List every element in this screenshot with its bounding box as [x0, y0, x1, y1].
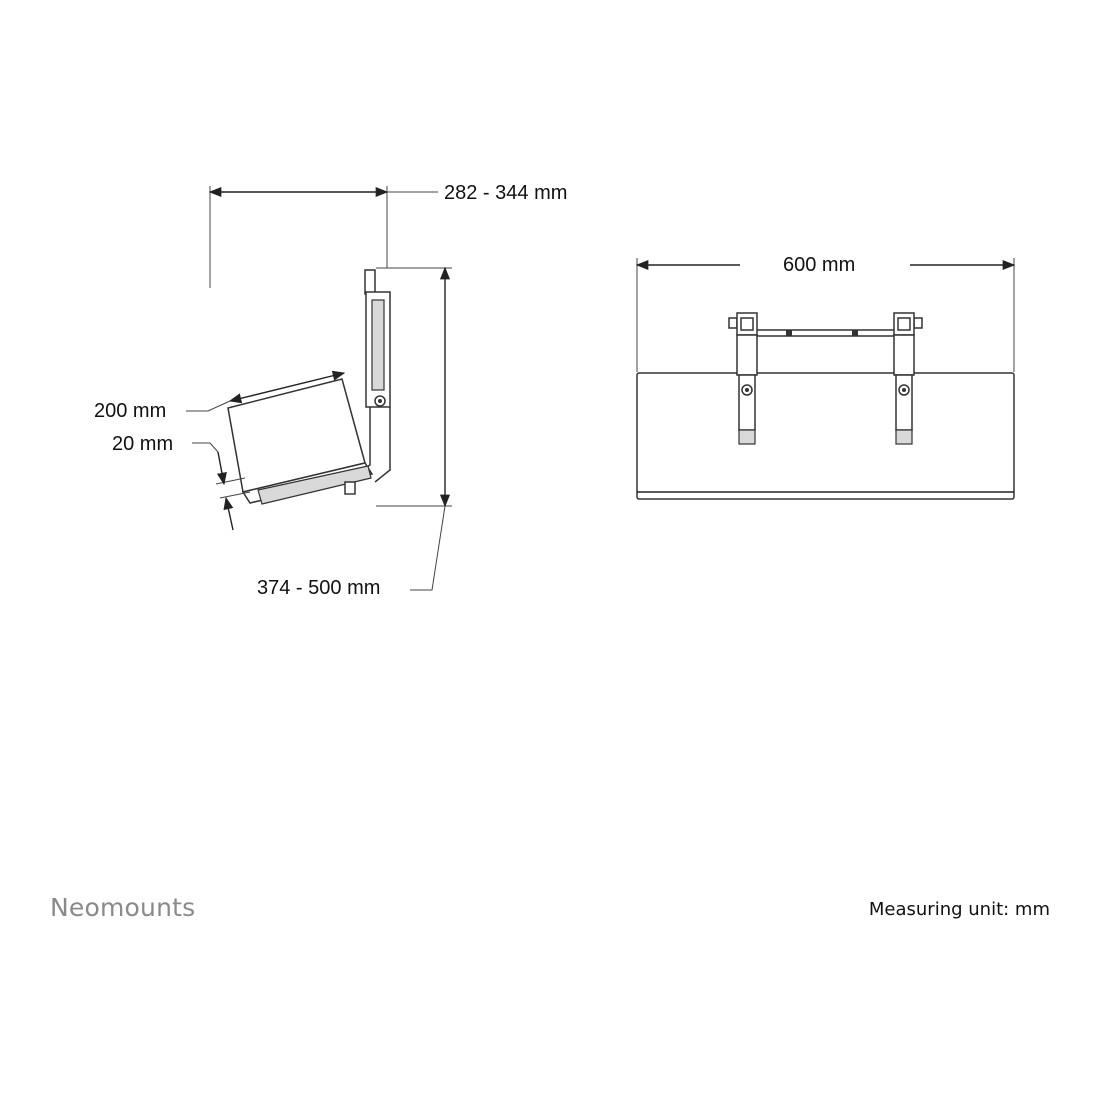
tilted-shelf: [227, 378, 374, 505]
height-dimension-label: 374 - 500 mm: [257, 577, 380, 599]
bracket-arm: [355, 269, 391, 483]
width-dimension-label: 600 mm: [783, 254, 855, 276]
depth-dimension-label: 282 - 344 mm: [444, 182, 567, 204]
front-shelf: [636, 372, 1015, 500]
side-view: 282 - 344 mm 374 - 500 mm: [94, 182, 567, 599]
shelf-depth-dimension: 200 mm: [94, 370, 346, 422]
height-dimension: 374 - 500 mm: [257, 266, 452, 599]
shelf-depth-label: 200 mm: [94, 400, 166, 422]
right-clamp: [893, 312, 923, 445]
width-dimension: 600 mm: [635, 254, 1016, 372]
measuring-unit-note: Measuring unit: mm: [868, 899, 1050, 920]
depth-dimension: 282 - 344 mm: [208, 182, 567, 288]
brand-logo: Neomounts: [50, 893, 196, 922]
shelf-thickness-label: 20 mm: [112, 433, 173, 455]
shelf-thickness-dimension: 20 mm: [112, 433, 251, 531]
front-view: 600 mm: [635, 254, 1016, 500]
cross-bar: [754, 329, 896, 337]
left-clamp: [728, 312, 758, 445]
